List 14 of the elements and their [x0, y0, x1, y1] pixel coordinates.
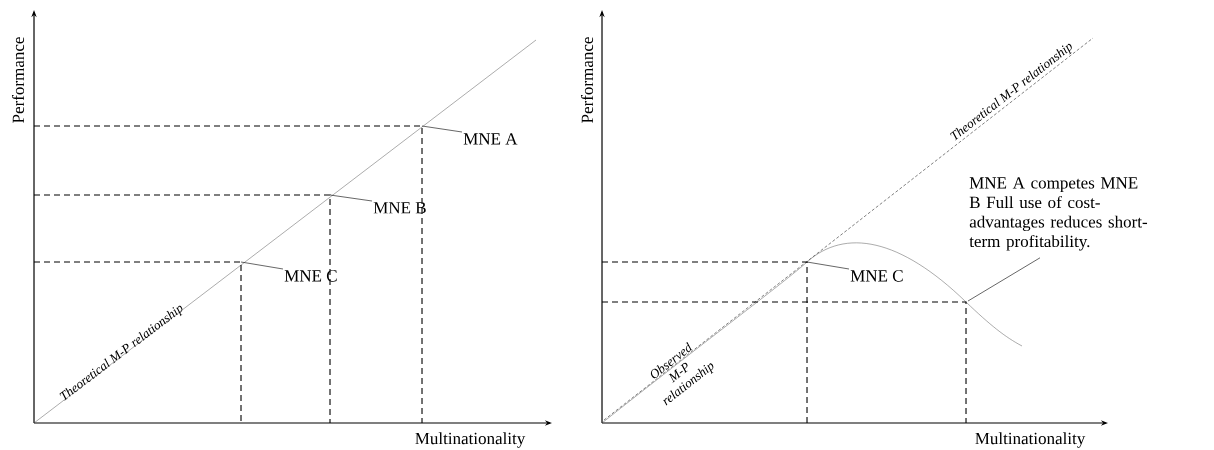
point-label: MNE C: [284, 270, 337, 282]
leader-line: [329, 194, 373, 202]
leader-line: [421, 125, 463, 133]
axis-title: Multinationality: [415, 432, 526, 448]
annotation-text: MNE A competes MNE B Full use of cost-advantages reduces short-term profitability.: [969, 177, 1148, 251]
leader-line: [967, 257, 1041, 302]
point-label: MNE A: [463, 133, 518, 145]
axis-title: Performance: [11, 37, 25, 123]
axis-title: Performance: [580, 37, 594, 123]
axis-title: Multinationality: [975, 432, 1086, 448]
leader-line: [806, 261, 850, 270]
point-label: MNE B: [373, 202, 426, 214]
leader-line: [240, 261, 284, 270]
point-label: MNE C: [850, 270, 903, 282]
